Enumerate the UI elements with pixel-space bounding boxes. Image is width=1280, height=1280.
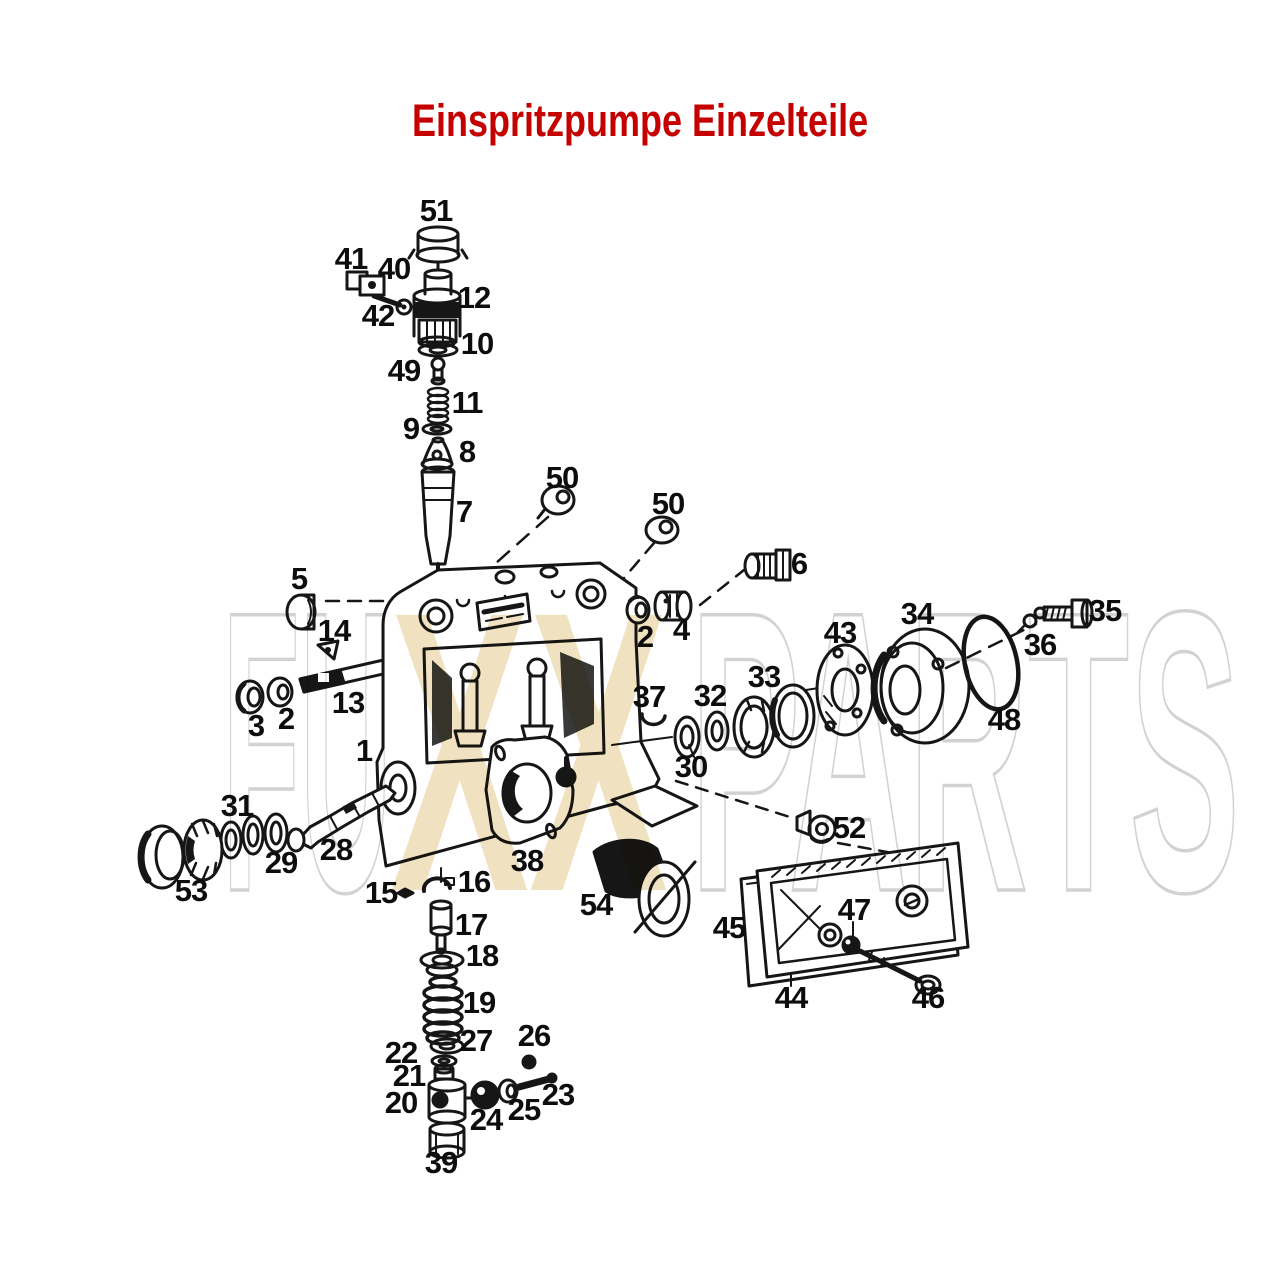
- part-2-nut-right: [625, 594, 651, 625]
- part-label-29: 29: [264, 845, 298, 880]
- part-label-30: 30: [674, 749, 708, 784]
- part-15-screw: [396, 887, 415, 899]
- part-label-53: 53: [174, 873, 208, 908]
- part-label-31: 31: [220, 788, 254, 823]
- part-label-27: 27: [459, 1023, 493, 1058]
- part-label-19: 19: [462, 985, 496, 1020]
- part-label-49: 49: [387, 353, 421, 388]
- part-label-14: 14: [317, 613, 351, 648]
- part-label-44: 44: [774, 980, 808, 1015]
- part-label-4: 4: [672, 612, 690, 647]
- part-label-35: 35: [1088, 593, 1122, 628]
- part-label-5: 5: [290, 561, 308, 596]
- part-label-1: 1: [355, 733, 373, 768]
- part-label-50: 50: [545, 460, 579, 495]
- part-2-nut-left: [266, 676, 294, 708]
- part-label-11: 11: [451, 385, 484, 420]
- part-54-bushing: [592, 838, 697, 938]
- part-16-clip: [421, 867, 455, 893]
- part-14-wedge: [316, 639, 340, 661]
- part-label-50: 50: [651, 486, 685, 521]
- part-label-12: 12: [457, 280, 491, 315]
- part-36-35-screws: [944, 598, 1094, 670]
- part-30-32-rings: [611, 710, 730, 759]
- part-label-16: 16: [457, 864, 491, 899]
- part-33-bearing-and-ring: [732, 678, 877, 759]
- part-label-42: 42: [361, 298, 395, 333]
- part-3-nut: [235, 679, 265, 715]
- part-label-51: 51: [419, 193, 453, 228]
- part-label-23: 23: [541, 1077, 575, 1112]
- part-label-3: 3: [247, 708, 265, 743]
- page-title-text: Einspritzpumpe Einzelteile: [411, 95, 869, 146]
- part-label-2: 2: [636, 619, 654, 654]
- part-20-barrel: [427, 1077, 467, 1125]
- part-label-32: 32: [693, 678, 727, 713]
- part-46-bolt: [857, 948, 942, 996]
- part-label-18: 18: [465, 938, 499, 973]
- page-title: Einspritzpumpe Einzelteile: [0, 98, 1280, 143]
- part-12-delivery-valve-holder: [412, 268, 462, 349]
- part-label-34: 34: [900, 596, 934, 631]
- part-39-cup: [428, 1121, 466, 1160]
- part-label-33: 33: [747, 659, 781, 694]
- part-24-25-23-26-control-parts: [464, 1054, 558, 1110]
- part-label-36: 36: [1023, 627, 1057, 662]
- part-label-2: 2: [277, 701, 295, 736]
- part-label-48: 48: [987, 702, 1021, 737]
- part-49-valve: [430, 356, 446, 386]
- part-51-cap-nut: [407, 225, 469, 272]
- part-44-side-cover: [755, 841, 970, 987]
- part-label-38: 38: [510, 843, 544, 878]
- part-47-screw: [841, 921, 861, 955]
- part-label-45: 45: [712, 910, 746, 945]
- part-label-7: 7: [455, 494, 473, 529]
- part-28-camshaft: [286, 784, 397, 853]
- part-52-screw-plug: [674, 779, 900, 856]
- part-label-20: 20: [384, 1085, 418, 1120]
- part-label-40: 40: [377, 251, 411, 286]
- part-label-54: 54: [579, 887, 613, 922]
- part-label-15: 15: [364, 875, 398, 910]
- part-6-overflow-valve: [698, 548, 792, 607]
- part-53-bearing: [137, 818, 224, 890]
- part-48-o-ring: [961, 614, 1021, 712]
- part-label-26: 26: [517, 1018, 551, 1053]
- part-5-plug: [285, 593, 317, 631]
- part-label-25: 25: [507, 1092, 541, 1127]
- part-27-lower-seat: [429, 1037, 465, 1055]
- part-8-valve-cone: [420, 436, 454, 471]
- part-10-washer: [417, 342, 459, 358]
- part-37-clip: [640, 712, 667, 727]
- part-label-17: 17: [454, 907, 488, 942]
- part-label-39: 39: [424, 1145, 458, 1180]
- part-label-10: 10: [460, 326, 494, 361]
- part-label-9: 9: [402, 411, 420, 446]
- part-label-21: 21: [392, 1058, 426, 1093]
- part-9-washer: [421, 422, 453, 436]
- part-label-28: 28: [319, 832, 353, 867]
- part-label-8: 8: [458, 434, 476, 469]
- part-22-21-shims: [430, 1054, 458, 1081]
- part-label-13: 13: [331, 685, 365, 720]
- part-label-52: 52: [832, 810, 866, 845]
- part-label-43: 43: [823, 615, 857, 650]
- part-label-41: 41: [334, 241, 368, 276]
- part-label-46: 46: [911, 980, 945, 1015]
- part-label-22: 22: [384, 1035, 418, 1070]
- part-43-gasket: [815, 643, 875, 737]
- part-label-37: 37: [632, 679, 666, 714]
- part-4-coupler: [653, 590, 693, 622]
- part-38-mounting-flange: [484, 735, 577, 845]
- part-label-6: 6: [790, 546, 808, 581]
- part-42-screw: [371, 293, 413, 316]
- part-label-47: 47: [837, 892, 871, 927]
- part-label-24: 24: [469, 1102, 503, 1137]
